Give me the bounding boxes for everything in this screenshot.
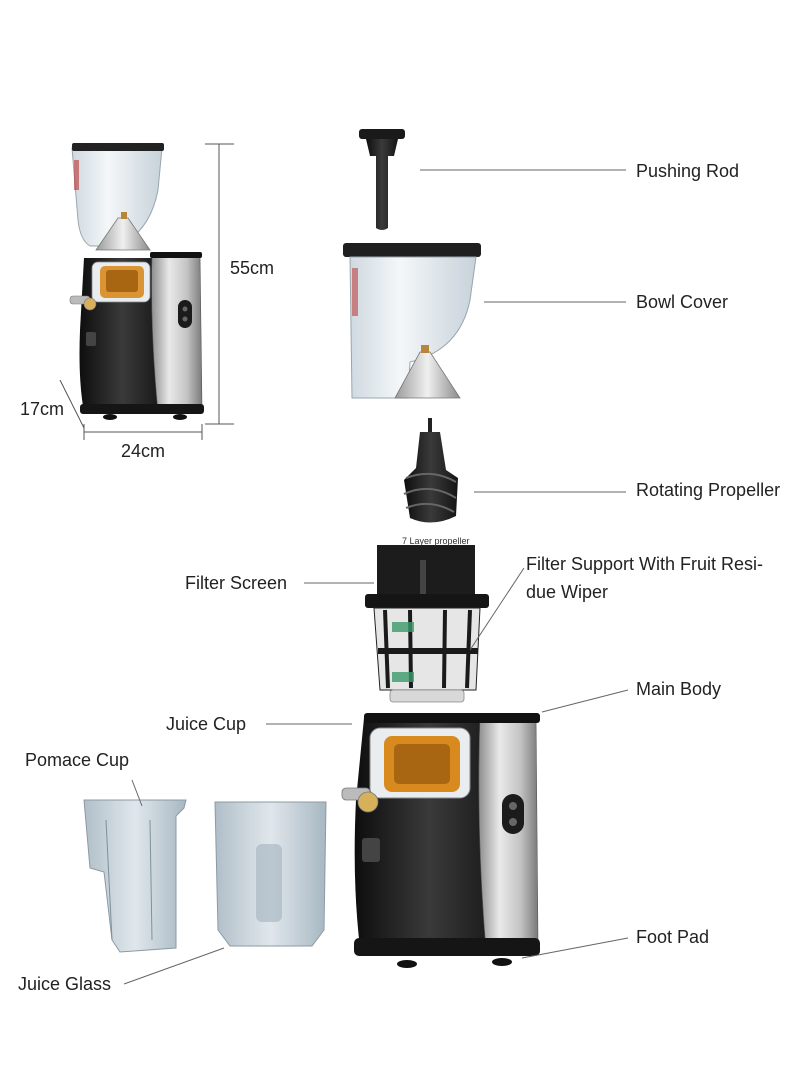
juice-cup-label: Juice Cup [166,714,247,734]
leader-lines [123,169,629,985]
propeller-caption: 7 Layer propeller [402,536,470,546]
foot-pad-label: Foot Pad [636,927,710,947]
dimension-lines [59,143,234,440]
bowl-cover-image [343,243,481,399]
assembled-juicer-image [69,143,204,420]
rotating-propeller-label: Rotating Propeller [636,480,781,500]
height-dimension-label: 55cm [230,258,275,278]
main-body-image [341,713,540,968]
pushing-rod-label: Pushing Rod [636,161,740,181]
pushing-rod-image [359,129,405,230]
filter-support-label-line1: Filter Support With Fruit Resi- [526,554,764,574]
filter-screen-label: Filter Screen [185,573,288,593]
rotating-propeller-image [392,410,472,546]
pomace-cup-label: Pomace Cup [25,750,130,770]
pomace-cup-image [83,799,187,953]
filter-support-label-line2: due Wiper [526,582,609,602]
main-body-label: Main Body [636,679,722,699]
juice-glass-image [214,801,327,947]
juice-glass-label: Juice Glass [18,974,112,994]
bowl-cover-label: Bowl Cover [636,292,729,312]
filter-assembly-image [365,545,489,703]
depth-dimension-label: 17cm [20,399,65,419]
width-dimension-label: 24cm [121,441,166,461]
